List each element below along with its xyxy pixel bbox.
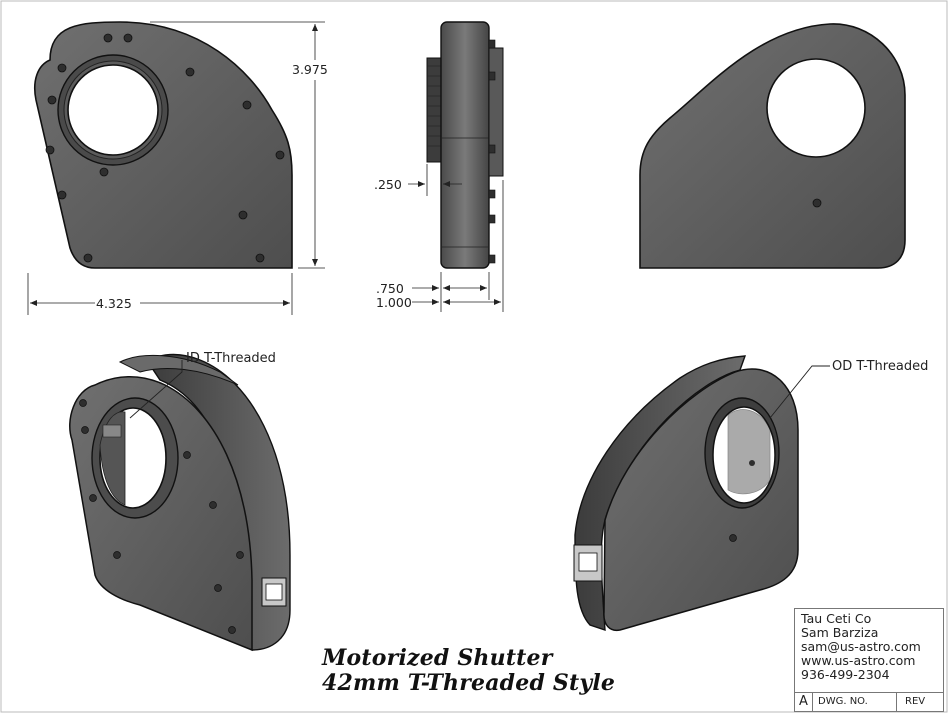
front-height-dimension: 3.975 bbox=[292, 62, 328, 77]
side-flange-dimension: .250 bbox=[374, 177, 402, 192]
drawing-title-line-2: 42mm T-Threaded Style bbox=[322, 670, 616, 696]
side-body-dimension: .750 bbox=[376, 281, 404, 296]
iso-left-screws bbox=[79, 399, 244, 634]
side-view-body bbox=[440, 21, 490, 269]
iso-right-pin bbox=[729, 534, 737, 542]
id-thread-leader bbox=[129, 360, 183, 419]
title-block-email: sam@us-astro.com bbox=[801, 639, 921, 654]
rear-view bbox=[639, 23, 906, 269]
sheet-size-cell: A bbox=[795, 693, 813, 711]
iso-right-side bbox=[574, 355, 747, 631]
drawing-title-line-1: Motorized Shutter bbox=[322, 645, 553, 671]
side-view-thread bbox=[426, 57, 442, 163]
iso-view-right bbox=[573, 355, 830, 632]
side-view-back-plate bbox=[488, 47, 504, 177]
front-view: 4.325 3.975 bbox=[27, 21, 328, 315]
rear-view-body bbox=[639, 23, 906, 269]
front-view-screws bbox=[45, 33, 285, 263]
od-thread-callout: OD T-Threaded bbox=[832, 359, 928, 374]
od-thread-leader bbox=[769, 365, 830, 419]
title-block: Tau Ceti Co Sam Barziza sam@us-astro.com… bbox=[794, 608, 944, 712]
iso-right-face bbox=[603, 368, 799, 632]
iso-view-left bbox=[69, 353, 291, 652]
title-block-phone: 936-499-2304 bbox=[801, 667, 890, 682]
front-view-bore bbox=[67, 64, 159, 156]
title-block-footer: A DWG. NO. REV bbox=[795, 692, 943, 711]
id-thread-callout: ID T-Threaded bbox=[186, 351, 276, 366]
rear-view-bore bbox=[766, 58, 866, 158]
side-total-dimension: 1.000 bbox=[376, 295, 412, 310]
title-block-name: Sam Barziza bbox=[801, 625, 879, 640]
revision-cell: REV bbox=[905, 696, 926, 707]
title-block-website: www.us-astro.com bbox=[801, 653, 916, 668]
side-view: .250 .750 1.000 bbox=[374, 21, 504, 312]
drawing-number-cell: DWG. NO. bbox=[813, 693, 897, 711]
title-block-company: Tau Ceti Co bbox=[801, 611, 872, 626]
front-width-dimension: 4.325 bbox=[96, 296, 132, 311]
rear-view-pin bbox=[812, 198, 822, 208]
